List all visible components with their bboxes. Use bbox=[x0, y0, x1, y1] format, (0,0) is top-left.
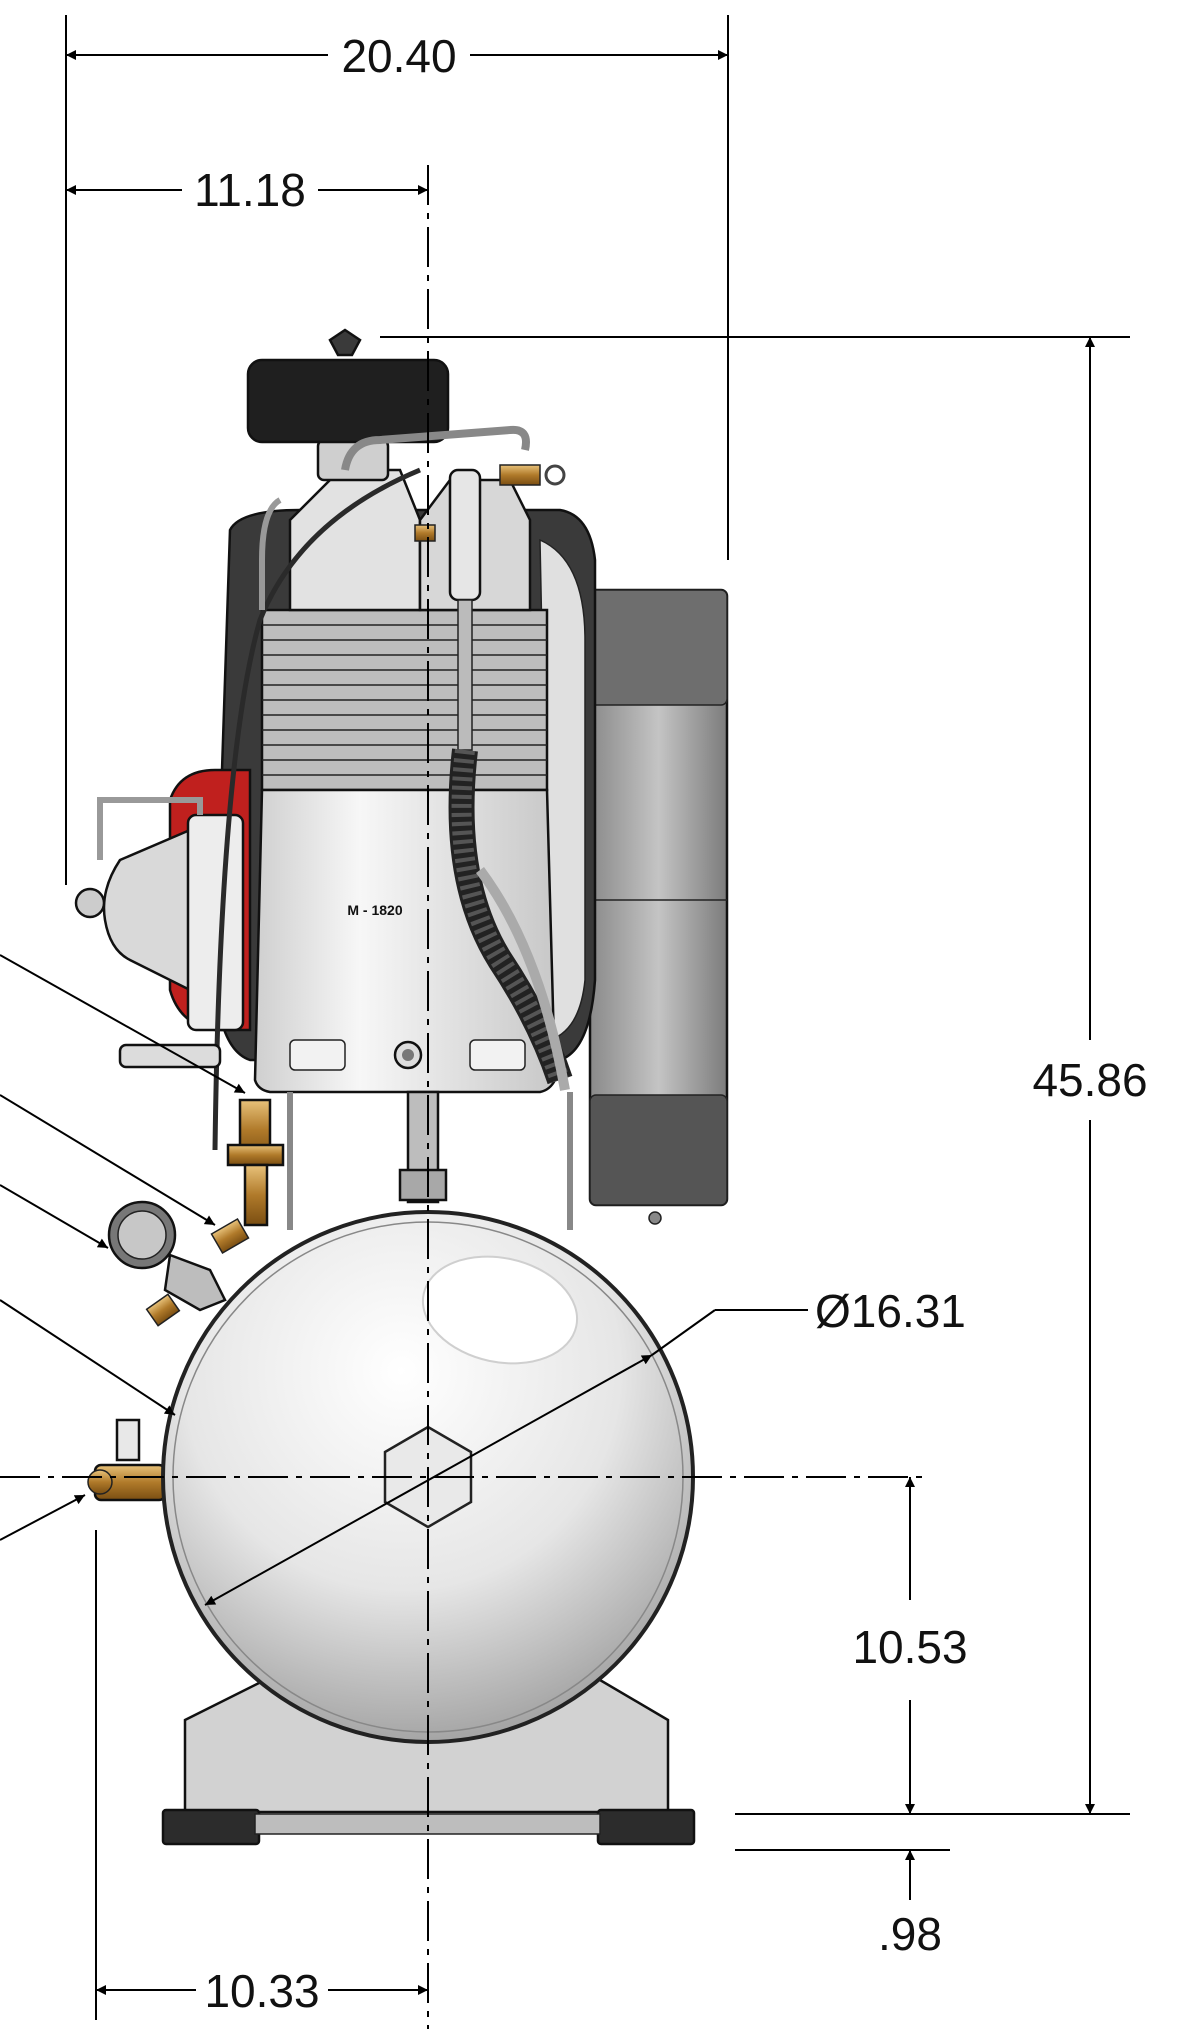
crankcase: M - 1820 bbox=[253, 788, 557, 1094]
fan-shroud bbox=[588, 588, 729, 1225]
pressure-gauge bbox=[107, 1200, 250, 1327]
end-cap bbox=[74, 813, 245, 1032]
dim-tank-diameter: Ø16.31 bbox=[815, 1285, 966, 1337]
compressor-illustration: M - 1820 bbox=[74, 328, 729, 1846]
dim-overall-height: 45.86 bbox=[1032, 1054, 1147, 1106]
outlet-fittings bbox=[414, 464, 566, 542]
dim-foot-height: .98 bbox=[878, 1908, 942, 1960]
tubing bbox=[97, 425, 530, 1151]
dim-overall-width: 20.40 bbox=[341, 30, 456, 82]
dim-base-half-width: 10.33 bbox=[204, 1965, 319, 2017]
drain-valve bbox=[87, 1418, 167, 1502]
dimension-lines bbox=[0, 15, 1130, 2020]
dim-center-offset: 11.18 bbox=[194, 164, 306, 216]
separator bbox=[448, 468, 573, 1091]
model-label: M - 1820 bbox=[347, 902, 402, 918]
check-valve bbox=[118, 1043, 285, 1227]
air-filter bbox=[246, 328, 450, 444]
dim-tank-center-height: 10.53 bbox=[852, 1621, 967, 1673]
pump-stand bbox=[287, 1090, 573, 1230]
dimension-labels: 20.40 11.18 45.86 Ø16.31 10.53 .98 10.33 bbox=[194, 30, 1147, 2017]
cylinder-fins bbox=[260, 608, 549, 792]
